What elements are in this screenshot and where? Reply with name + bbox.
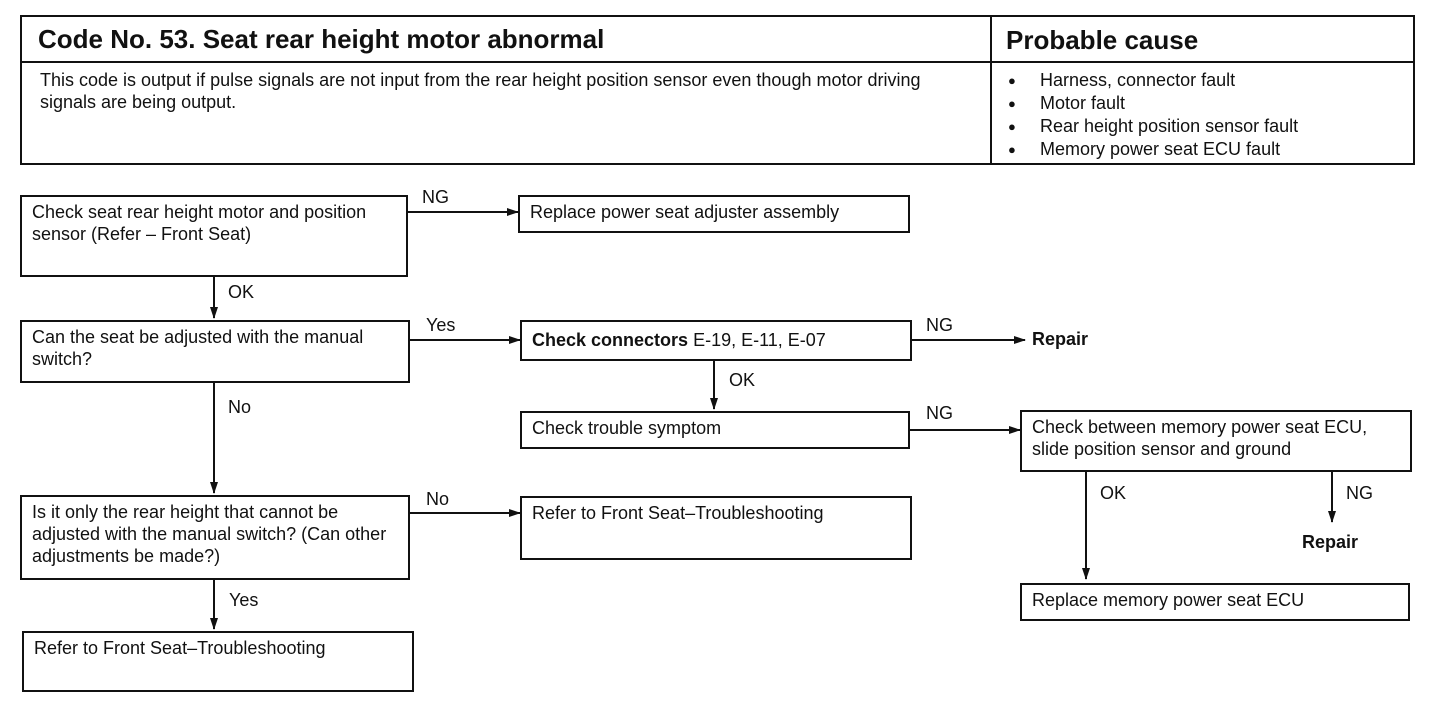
check-connectors-box: Check connectors E-19, E-11, E-07 <box>520 320 912 361</box>
label-ng: NG <box>1346 483 1373 503</box>
check-between-box: Check between memory power seat ECU, sli… <box>1020 410 1412 472</box>
header-divider <box>990 17 992 163</box>
label-yes: Yes <box>426 315 456 335</box>
check-motor-text: Check seat rear height motor and positio… <box>32 202 367 244</box>
probable-cause-list: Harness, connector fault Motor fault Rea… <box>1008 69 1298 161</box>
label-yes: Yes <box>229 590 259 610</box>
cause-item: Memory power seat ECU fault <box>1008 138 1298 161</box>
header-table: Code No. 53. Seat rear height motor abno… <box>20 15 1415 165</box>
only-rear-text: Is it only the rear height that cannot b… <box>32 502 387 566</box>
label-no: No <box>228 397 252 417</box>
probable-cause-title: Probable cause <box>1006 25 1199 55</box>
refer-front-box-2: Refer to Front Seat–Troubleshooting <box>22 631 414 692</box>
cause-item: Rear height position sensor fault <box>1008 115 1298 138</box>
only-rear-box: Is it only the rear height that cannot b… <box>20 495 410 580</box>
repair-label-2: Repair <box>1302 532 1359 552</box>
label-ng: NG <box>926 315 953 335</box>
label-ng: NG <box>926 403 953 423</box>
cause-item: Harness, connector fault <box>1008 69 1298 92</box>
refer-front-box-1: Refer to Front Seat–Troubleshooting <box>520 496 912 560</box>
code-description: This code is output if pulse signals are… <box>40 70 921 112</box>
check-connectors-ids: E-19, E-11, E-07 <box>693 330 826 350</box>
code-title: Code No. 53. Seat rear height motor abno… <box>38 24 605 54</box>
check-between-text: Check between memory power seat ECU, sli… <box>1032 417 1368 459</box>
cause-item: Motor fault <box>1008 92 1298 115</box>
repair-label-1: Repair <box>1032 329 1089 349</box>
replace-adjuster-text: Replace power seat adjuster assembly <box>530 202 840 222</box>
label-ok: OK <box>729 370 756 390</box>
check-motor-box: Check seat rear height motor and positio… <box>20 195 408 277</box>
label-ng: NG <box>422 187 449 207</box>
check-connectors-bold: Check connectors <box>532 330 689 350</box>
replace-ecu-box: Replace memory power seat ECU <box>1020 583 1410 621</box>
label-ok: OK <box>1100 483 1127 503</box>
check-symptom-text: Check trouble symptom <box>532 418 722 438</box>
can-adjust-box: Can the seat be adjusted with the manual… <box>20 320 410 383</box>
label-ok: OK <box>228 282 255 302</box>
can-adjust-text: Can the seat be adjusted with the manual… <box>32 327 364 369</box>
label-no: No <box>426 489 450 509</box>
check-symptom-box: Check trouble symptom <box>520 411 910 449</box>
replace-ecu-text: Replace memory power seat ECU <box>1032 590 1305 610</box>
refer-front-text-1: Refer to Front Seat–Troubleshooting <box>532 503 824 523</box>
replace-adjuster-box: Replace power seat adjuster assembly <box>518 195 910 233</box>
refer-front-text-2: Refer to Front Seat–Troubleshooting <box>34 638 326 658</box>
header-title-row <box>22 17 1413 63</box>
